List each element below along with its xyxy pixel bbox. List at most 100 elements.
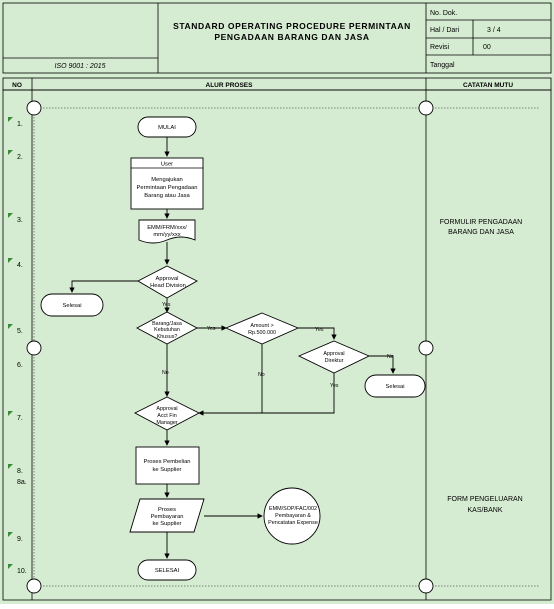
kebutuhan-line: Kebutuhan [154, 327, 180, 333]
amount-decision [224, 312, 300, 345]
meta-value-revisi: 00 [483, 44, 491, 51]
selesai-left-label: Selesai [62, 303, 81, 309]
edge-label-no: No [258, 372, 265, 378]
connector-circle [26, 340, 42, 356]
meta-label-revisi: Revisi [430, 44, 450, 51]
approval-acct-decision [134, 396, 200, 431]
approval-direktur-line: Approval [323, 351, 344, 357]
approval-head-line: Head Division [150, 283, 186, 289]
connector-circle [26, 100, 42, 116]
user-header-label: User [161, 162, 173, 168]
column-header-no: NO [12, 82, 22, 89]
approval-direktur-decision [297, 340, 371, 374]
circle-doc-line: EMM/SOP/FAC/002 [269, 506, 317, 512]
pembayaran-line: Proses [158, 507, 176, 513]
connector-circle [418, 340, 434, 356]
row-markers [8, 117, 13, 569]
row-number: 8. [17, 468, 23, 475]
start-label: MULAI [158, 125, 176, 131]
row-number: 3. [17, 217, 23, 224]
row-number: 1. [17, 121, 23, 128]
approval-acct-line: Acct Fin [157, 413, 176, 419]
row-number: 6. [17, 362, 23, 369]
user-body-line: Mengajukan [151, 177, 183, 183]
sop-title-line1: STANDARD OPERATING PROCEDURE PERMINTAAN [173, 21, 411, 31]
end-terminator [137, 559, 197, 581]
note-formulir-line: BARANG DAN JASA [448, 229, 514, 236]
arrow-direktur-to-selesai [369, 355, 396, 374]
row-number: 9. [17, 536, 23, 543]
meta-label-tanggal: Tanggal [430, 62, 455, 69]
note-formulir-line: FORMULIR PENGADAAN [440, 219, 522, 226]
user-process-box [130, 157, 204, 210]
row-marker-triangle [8, 258, 13, 263]
pembelian-line: Proses Pembelian [143, 459, 190, 465]
row-number: 5. [17, 328, 23, 335]
pembelian-line: ke Supplier [152, 467, 181, 473]
kebutuhan-line: Khusus? [157, 334, 178, 340]
amount-line: Rp.500.000 [248, 330, 276, 336]
edge-label-yes: Yes [330, 383, 339, 389]
selesai-right-label: Selesai [385, 384, 404, 390]
header-block [2, 2, 552, 74]
row-marker-triangle [8, 464, 13, 469]
kebutuhan-line: Barang/Jasa [152, 321, 182, 327]
selesai-right-terminator [364, 374, 426, 398]
edge-label-yes: Yes [207, 326, 216, 332]
approval-head-decision [137, 265, 198, 299]
flow-connectors [69, 137, 396, 559]
selesai-left-terminator [40, 293, 104, 317]
edge-label-yes: Yes [315, 327, 324, 333]
pembelian-process-box [135, 446, 200, 485]
pembayaran-line: Pembayaran [151, 514, 184, 520]
row-marker-triangle [8, 324, 13, 329]
frame-connector-circles [26, 100, 434, 594]
row-marker-triangle [8, 564, 13, 569]
sop-title-line2: PENGADAAN BARANG DAN JASA [214, 32, 369, 42]
pembayaran-line: ke Supplier [152, 521, 181, 527]
approval-head-line: Approval [156, 276, 179, 282]
form-document-shape [138, 219, 196, 244]
connector-circle [418, 578, 434, 594]
start-terminator [137, 116, 197, 138]
pembayaran-doc-connector [263, 487, 321, 545]
note-form-pengeluaran-line: FORM PENGELUARAN [447, 496, 522, 503]
pembayaran-io-shape [129, 498, 205, 533]
meta-label-nodok: No. Dok. [430, 10, 457, 17]
row-number: 8a. [17, 479, 27, 486]
connector-circle [26, 578, 42, 594]
end-label: SELESAI [155, 568, 180, 574]
user-body-line: Permintaan Pengadaan [137, 185, 198, 191]
document-line: mm/yy/xxx [153, 232, 180, 238]
row-marker-triangle [8, 532, 13, 537]
note-form-pengeluaran-line: KAS/BANK [467, 507, 502, 514]
row-number: 10. [17, 568, 27, 575]
amount-line: Amount > [250, 323, 273, 329]
meta-label-haldari: Hal / Dari [430, 27, 460, 34]
meta-value-haldari: 3 / 4 [487, 27, 501, 34]
circle-doc-line: Pembayaran & [275, 513, 311, 519]
row-marker-triangle [8, 213, 13, 218]
column-header-notes: CATATAN MUTU [463, 82, 513, 89]
approval-direktur-line: Direktur [325, 358, 344, 364]
arrow-amount-to-direktur [298, 327, 337, 340]
row-marker-triangle [8, 117, 13, 122]
row-number: 4. [17, 262, 23, 269]
approval-acct-line: Approval [156, 406, 177, 412]
user-body-line: Barang atau Jasa [144, 193, 190, 199]
connector-circle [418, 100, 434, 116]
arrow-approval-to-selesai [69, 280, 138, 293]
document-line: EMM/FRM/xxx/ [147, 225, 187, 231]
column-header-process: ALUR PROSES [206, 82, 254, 89]
approval-acct-line: Manager [156, 420, 177, 426]
arrow-direktur-yes-to-acct [262, 373, 335, 414]
row-number: 2. [17, 154, 23, 161]
swimlane-guides [33, 107, 540, 587]
edge-label-yes: Yes [162, 302, 171, 308]
row-marker-triangle [8, 411, 13, 416]
row-marker-triangle [8, 150, 13, 155]
circle-doc-line: Pencatatan Expense [268, 520, 318, 526]
edge-label-no: No [162, 370, 169, 376]
